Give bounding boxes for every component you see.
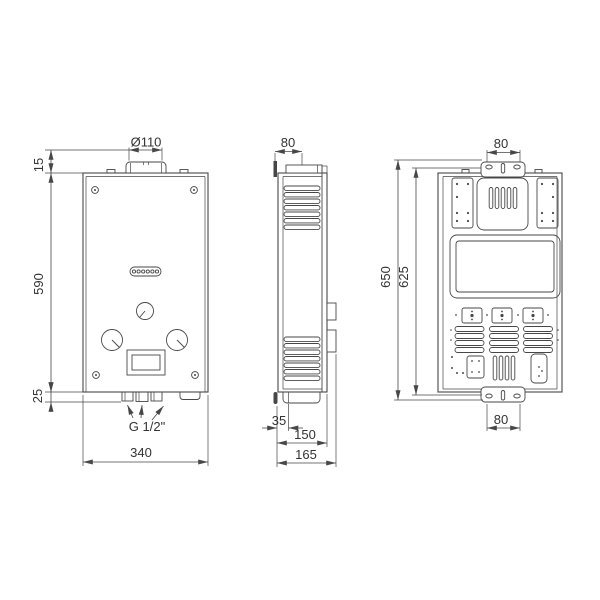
screw xyxy=(91,186,99,194)
mount-plate-left xyxy=(451,177,474,229)
screw xyxy=(190,186,198,194)
dim-total-height-label: 650 xyxy=(378,266,393,288)
screw xyxy=(92,371,100,379)
dim-bottom-bracket-width-label: 80 xyxy=(494,412,508,427)
front-view-dimensions: Ø110 15 590 25 G 1/2" 340 xyxy=(30,135,209,466)
control-knob-left xyxy=(101,329,123,351)
knob-protrusion-side xyxy=(326,302,337,321)
dim-bracket-offset-label: 35 xyxy=(272,413,286,428)
dim-body-depth-label: 150 xyxy=(294,427,316,442)
screw xyxy=(191,371,199,379)
dim-bottom-offset-label: 25 xyxy=(30,389,45,403)
bottom-tab-side xyxy=(282,391,321,404)
mounting-bracket-top xyxy=(480,161,526,178)
pipe-connections xyxy=(121,391,201,402)
back-body xyxy=(437,172,563,393)
dim-top-bracket-width-label: 80 xyxy=(494,136,508,151)
bottom-plate-right xyxy=(530,353,548,384)
dim-flue-diameter-label: Ø110 xyxy=(131,135,162,150)
front-body xyxy=(82,172,209,393)
side-view xyxy=(273,161,337,404)
bottom-fittings-row xyxy=(451,353,548,384)
bottom-plate-left xyxy=(466,355,485,379)
mounting-bracket-bottom xyxy=(480,386,526,403)
display-window xyxy=(126,349,166,376)
dim-total-depth-label: 165 xyxy=(295,447,317,462)
side-louvers-bottom xyxy=(283,336,321,381)
control-knob-right xyxy=(166,329,188,351)
wall-hook-top xyxy=(273,161,277,177)
mount-plate-right xyxy=(536,177,559,229)
flue-collar-side xyxy=(285,164,323,174)
drain-cover xyxy=(179,391,201,400)
flue-collar xyxy=(125,161,167,174)
dim-flue-offset-label: 80 xyxy=(281,135,295,150)
dim-bracket-height-label: 625 xyxy=(396,266,411,288)
display-protrusion-side xyxy=(326,329,337,353)
back-view-dimensions: 80 650 625 80 xyxy=(378,136,521,431)
wall-hook-bottom xyxy=(273,392,278,404)
dim-body-height-label: 590 xyxy=(31,273,46,295)
side-view-dimensions: 80 35 150 165 xyxy=(262,135,337,467)
dim-top-offset-label: 15 xyxy=(31,158,46,172)
top-vent-panel xyxy=(476,177,529,231)
gas-inlet-stub xyxy=(135,391,149,402)
water-outlet-stub xyxy=(150,391,163,402)
back-view xyxy=(437,161,563,403)
dim-body-width-label: 340 xyxy=(130,445,152,460)
access-panel xyxy=(449,234,561,299)
collar-step xyxy=(321,165,328,174)
side-louvers-top xyxy=(283,185,321,230)
connection-thread-label: G 1/2" xyxy=(129,419,166,434)
ignition-knob xyxy=(136,302,154,320)
pilot-window xyxy=(129,266,162,277)
front-view xyxy=(82,161,209,402)
burner-plates-row xyxy=(455,307,549,324)
water-inlet-stub xyxy=(121,391,134,402)
back-louver-grid xyxy=(450,326,559,353)
